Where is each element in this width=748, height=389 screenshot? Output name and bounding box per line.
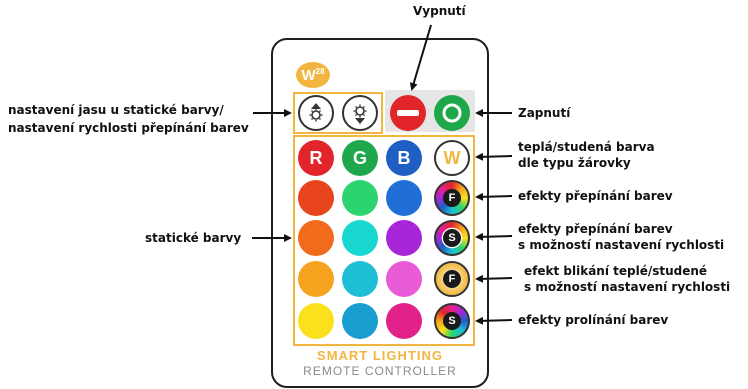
arrow-speed-effects (475, 232, 513, 241)
label-speed-effects-2: s možností nastavení rychlosti (518, 238, 725, 252)
red-button[interactable]: R (298, 140, 334, 176)
label-static-colors: statické barvy (145, 231, 242, 245)
arrow-warm-cold (475, 152, 513, 161)
effect-s-icon: S (443, 229, 461, 247)
effect-speed-button[interactable]: S (434, 220, 470, 256)
arrow-off (409, 24, 432, 91)
static-color-button[interactable] (386, 180, 422, 216)
brightness-down-button[interactable] (342, 95, 378, 131)
brand-line-1: SMART LIGHTING (317, 348, 443, 363)
static-color-button[interactable] (298, 303, 334, 339)
label-warm-cold-1: teplá/studená barva (518, 140, 655, 154)
static-color-button[interactable] (386, 261, 422, 297)
circle-icon (442, 103, 462, 123)
blue-button[interactable]: B (386, 140, 422, 176)
static-color-button[interactable] (342, 303, 378, 339)
logo-text: W28 (301, 66, 325, 84)
static-color-button[interactable] (342, 180, 378, 216)
power-off-button[interactable] (390, 95, 426, 131)
label-fade: efekty prolínání barev (518, 313, 669, 327)
static-color-button[interactable] (342, 220, 378, 256)
static-color-button[interactable] (386, 303, 422, 339)
label-on: Zapnutí (518, 106, 571, 120)
label-speed-effects-1: efekty přepínání barev (518, 222, 673, 236)
power-on-button[interactable] (434, 95, 470, 131)
static-color-button[interactable] (298, 220, 334, 256)
sun-up-icon (309, 103, 323, 122)
arrow-fade (475, 316, 513, 325)
brand-logo: W28 (296, 62, 330, 88)
label-warm-cold-2: dle typu žárovky (518, 156, 631, 170)
effect-f-icon: F (443, 189, 461, 207)
static-color-button[interactable] (342, 261, 378, 297)
sun-down-icon (353, 104, 367, 124)
label-blink-2: s možností nastavení rychlosti (524, 280, 731, 294)
label-brightness-1: nastavení jasu u statické barvy/ (8, 103, 224, 117)
green-button[interactable]: G (342, 140, 378, 176)
blue-letter: B (397, 147, 411, 168)
arrow-color-switch (475, 192, 513, 201)
static-color-button[interactable] (298, 180, 334, 216)
arrow-blink (475, 274, 513, 283)
effect-switch-button[interactable]: F (434, 180, 470, 216)
minus-icon (397, 110, 419, 116)
label-color-switch: efekty přepínání barev (518, 189, 673, 203)
blink-warm-cold-button[interactable]: F (434, 261, 470, 297)
blink-f-icon: F (443, 270, 461, 288)
brightness-frame (293, 92, 383, 134)
green-letter: G (352, 147, 367, 168)
label-blink-1: efekt blikání teplé/studené (524, 264, 708, 278)
label-off: Vypnutí (413, 4, 466, 18)
main-grid-frame (293, 135, 475, 346)
fade-effect-button[interactable]: S (434, 303, 470, 339)
brand-line-2: REMOTE CONTROLLER (303, 364, 457, 378)
red-letter: R (309, 147, 323, 168)
static-color-button[interactable] (386, 220, 422, 256)
warm-white-button[interactable]: W (434, 140, 470, 176)
label-brightness-2: nastavení rychlosti přepínání barev (8, 121, 249, 135)
static-color-button[interactable] (298, 261, 334, 297)
warm-white-letter: W (443, 147, 461, 168)
fade-s-icon: S (443, 312, 461, 330)
brightness-up-button[interactable] (298, 95, 334, 131)
